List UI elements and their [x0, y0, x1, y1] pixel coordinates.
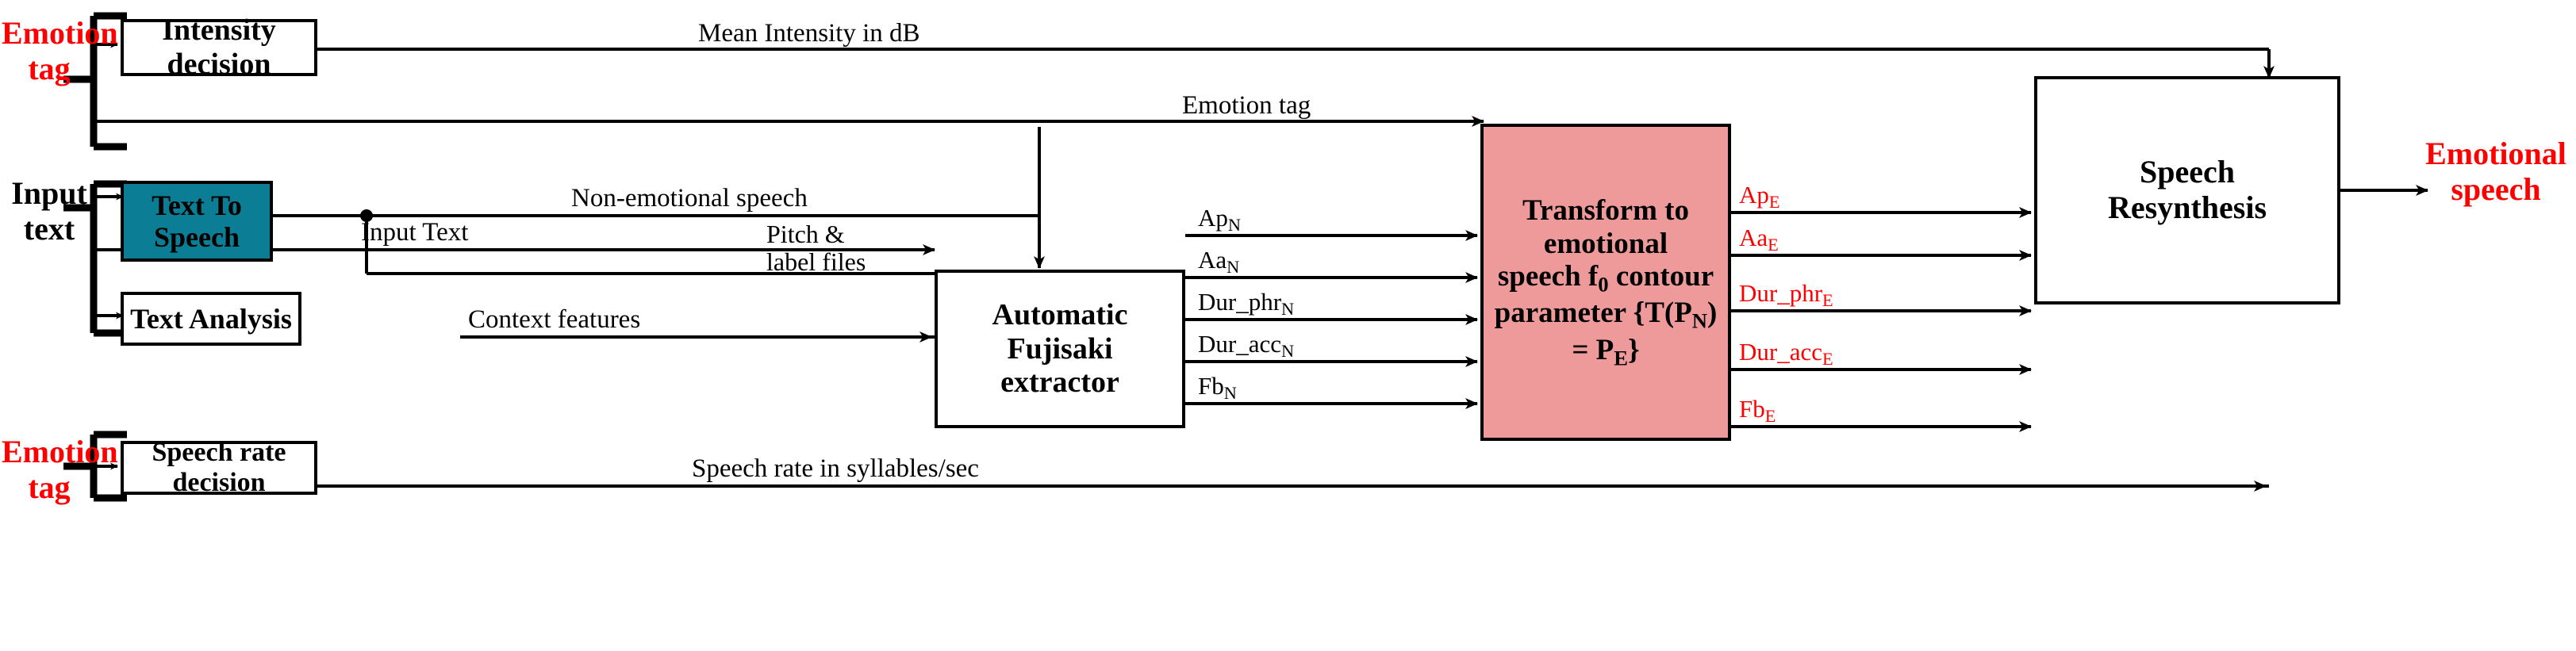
block-fujisaki-extractor[interactable]: Automatic Fujisaki extractor [935, 270, 1185, 428]
edge-label-input-text-wire: Input Text [361, 218, 469, 247]
input-text-line2: text [23, 210, 75, 247]
fujisaki-output-label-0: ApN [1198, 204, 1242, 236]
input-text-line1: Input [11, 175, 87, 211]
edge-label-mean-intensity: Mean Intensity in dB [698, 19, 920, 48]
text-to-speech-line2: Speech [153, 221, 240, 253]
fujisaki-output-label-3: Dur_accN [1198, 330, 1295, 362]
block-transform-to-emotional[interactable]: Transform to emotional speech f0 contour… [1480, 124, 1731, 441]
input-text-label: Input text [2, 175, 97, 247]
edge-label-pitch-label-files: Pitch & label files [766, 220, 866, 276]
fujisaki-output-label-2: Dur_phrN [1198, 288, 1295, 320]
transform-f0-sub: 0 [1598, 272, 1609, 297]
edge-label-non-emotional-speech: Non-emotional speech [571, 184, 808, 213]
intensity-decision-label: Intensity decision [162, 13, 276, 81]
transform-line2: speech f0 contour [1497, 260, 1714, 297]
emotional-speech-line1: Emotional [2425, 136, 2566, 171]
emotion-tag-bottom-line1: Emotion [2, 434, 118, 469]
transform-output-label-4: FbE [1739, 395, 1776, 427]
output-emotional-speech: Emotional speech [2417, 136, 2575, 208]
input-emotion-tag-bottom: Emotion tag [2, 434, 118, 506]
block-speech-resynthesis[interactable]: Speech Resynthesis [2034, 76, 2340, 304]
transform-line1: Transform to emotional [1522, 194, 1689, 260]
fujisaki-output-label-1: AaN [1198, 246, 1240, 278]
transform-pn-sub: N [1691, 308, 1708, 333]
transform-pe-sub: E [1614, 346, 1629, 370]
emotion-tag-bottom-line2: tag [28, 469, 71, 505]
fujisaki-output-label-4: FbN [1198, 372, 1237, 404]
fujisaki-line1: Automatic [992, 298, 1128, 332]
edge-label-context-features: Context features [468, 305, 641, 334]
text-analysis-label: Text Analysis [130, 302, 292, 335]
block-text-to-speech[interactable]: Text To Speech [121, 181, 273, 262]
block-speech-rate-decision[interactable]: Speech rate decision [121, 437, 317, 497]
fujisaki-line3: extractor [1000, 366, 1119, 400]
input-emotion-tag-top: Emotion tag [2, 15, 118, 87]
fujisaki-line2: Fujisaki [1007, 331, 1113, 366]
text-to-speech-line1: Text To [152, 189, 242, 221]
emotional-speech-line2: speech [2451, 170, 2541, 207]
speech-resynthesis-line2: Resynthesis [2107, 190, 2267, 225]
transform-output-label-2: Dur_phrE [1739, 279, 1833, 311]
transform-output-label-1: AaE [1739, 224, 1779, 255]
emotion-tag-top-line1: Emotion [2, 15, 118, 51]
edge-label-speech-rate-wire: Speech rate in syllables/sec [692, 454, 979, 483]
pitch-files-line2: label files [766, 247, 866, 277]
block-text-analysis[interactable]: Text Analysis [121, 292, 301, 346]
transform-output-label-0: ApE [1739, 181, 1780, 213]
edge-label-emotion-tag-wire: Emotion tag [1182, 91, 1311, 120]
block-intensity-decision[interactable]: Intensity decision [121, 13, 317, 81]
emotion-tag-top-line2: tag [28, 50, 71, 86]
pitch-files-line1: Pitch & [766, 220, 845, 248]
transform-line3: parameter {T(PN) = PE} [1494, 297, 1718, 370]
speech-rate-decision-label: Speech rate decision [152, 437, 286, 497]
transform-output-label-3: Dur_accE [1739, 338, 1833, 370]
speech-resynthesis-line1: Speech [2140, 154, 2235, 190]
